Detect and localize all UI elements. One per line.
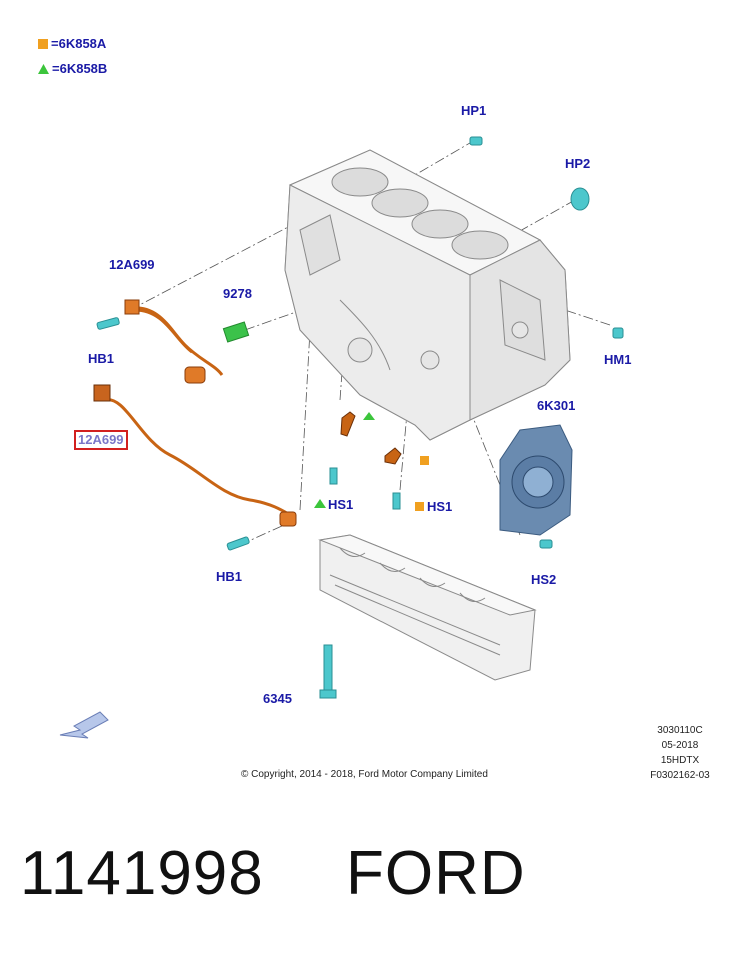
callout-6345: 6345	[263, 691, 292, 706]
callout-9278: 9278	[223, 286, 252, 301]
part-number: 1141998	[20, 839, 264, 908]
drawing-model: 15HDTX	[660, 755, 700, 766]
triangle-symbol	[363, 412, 375, 420]
fittings	[96, 136, 624, 551]
sensor-small-a	[340, 411, 356, 437]
drawing-info: 3030110C 05-2018 15HDTX F0302162-03	[646, 723, 714, 783]
brand-name: FORD	[346, 839, 526, 908]
triangle-symbol	[314, 499, 326, 508]
cylinder-block	[284, 149, 571, 441]
callout-hb1-bottom: HB1	[216, 569, 243, 584]
legend-item-6k858a: = 6K858A	[38, 36, 106, 51]
legend-eq: =	[52, 61, 60, 76]
bearing-ladder	[318, 534, 537, 681]
legend-eq: =	[51, 36, 59, 51]
callout-12a699-top: 12A699	[109, 257, 155, 272]
callout-12a699-highlighted[interactable]: 12A699	[74, 430, 128, 450]
copyright-text: © Copyright, 2014 - 2018, Ford Motor Com…	[241, 769, 488, 780]
main-bearing-bolt	[319, 644, 337, 699]
callout-hs2: HS2	[531, 572, 557, 587]
figure-number: F0302162-03	[650, 770, 710, 781]
square-symbol	[420, 456, 429, 465]
callout-hm1: HM1	[604, 352, 632, 367]
drawing-code: 3030110C	[657, 725, 703, 736]
oil-pressure-sensor	[222, 321, 250, 343]
drawing-date: 05-2018	[661, 740, 699, 751]
callout-hs1-right: HS1	[427, 499, 453, 514]
triangle-icon	[38, 63, 49, 74]
rear-seal-carrier	[499, 424, 573, 536]
square-symbol	[415, 502, 424, 511]
callout-hp2: HP2	[565, 156, 591, 171]
knock-sensor-harness	[104, 398, 291, 517]
callout-hp1: HP1	[461, 103, 487, 118]
callout-hb1-top: HB1	[88, 351, 115, 366]
legend-item-6k858b: = 6K858B	[38, 61, 107, 76]
callout-6k301: 6K301	[537, 398, 576, 413]
knock-sensor-top	[129, 306, 224, 376]
sensor-small-b	[384, 447, 402, 465]
square-icon	[38, 38, 48, 49]
legend-code: 6K858B	[59, 61, 108, 76]
callout-hs1-left: HS1	[328, 497, 354, 512]
legend-code: 6K858A	[58, 36, 107, 51]
view-arrow-icon	[59, 711, 109, 739]
